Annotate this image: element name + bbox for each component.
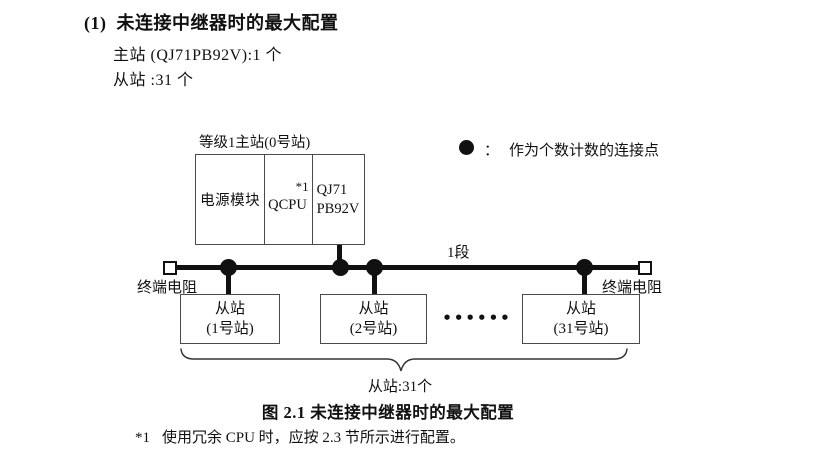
connection-dot	[366, 259, 383, 276]
section-number: (1)	[84, 13, 107, 33]
master-station-label: 等级1主站(0号站)	[199, 135, 311, 151]
slave31-label-line1: 从站	[565, 300, 596, 317]
slave31-label-line2: (31号站)	[553, 321, 609, 337]
bus-line	[172, 265, 643, 270]
slave2-label-line1: 从站	[358, 300, 389, 317]
footnote-marker: *1	[135, 430, 150, 446]
connection-dot	[220, 259, 237, 276]
master-drop-line	[337, 245, 342, 266]
slave1-label-line1: 从站	[214, 300, 245, 317]
footnote-text: 使用冗余 CPU 时，应按 2.3 节所示进行配置。	[162, 430, 465, 446]
pb92v-label-line1: QJ71	[316, 182, 348, 199]
terminator-left-label: 终端电阻	[137, 280, 198, 296]
terminator-resistor-right-icon	[638, 261, 652, 275]
legend-label: ： 作为个数计数的连接点	[484, 139, 659, 160]
slave1-drop-line	[226, 270, 231, 294]
pb92v-cell: QJ71 PB92V	[313, 155, 364, 244]
legend-colon: ：	[484, 143, 500, 159]
master-station-box: 电源模块 *1 QCPU QJ71 PB92V	[195, 154, 365, 245]
slave2-label-line2: (2号站)	[349, 321, 398, 337]
master-count-line: 主站 (QJ71PB92V):1 个	[113, 47, 283, 64]
connection-dot	[576, 259, 593, 276]
power-module-cell: 电源模块	[196, 155, 266, 244]
section-heading: (1) 未连接中继器时的最大配置	[84, 9, 339, 35]
connection-dot	[332, 259, 349, 276]
pb92v-label-line2: PB92V	[316, 200, 360, 217]
slave-station-box-31: 从站 (31号站)	[522, 294, 640, 344]
brace-label: 从站:31个	[367, 379, 433, 395]
slave-station-box-1: 从站 (1号站)	[180, 294, 280, 344]
segment-label: 1段	[447, 245, 470, 261]
qcpu-cell: *1 QCPU	[265, 155, 313, 244]
connection-point-dot-icon	[459, 140, 474, 155]
slave-count-line: 从站 :31 个	[113, 72, 194, 89]
figure-caption: 图 2.1 未连接中继器时的最大配置	[261, 403, 515, 422]
slave31-drop-line	[582, 270, 587, 294]
terminator-right-label: 终端电阻	[602, 280, 663, 296]
slave2-drop-line	[372, 270, 377, 294]
ellipsis-dots: ••••••	[442, 309, 512, 327]
footnote: *1 使用冗余 CPU 时，应按 2.3 节所示进行配置。	[135, 426, 465, 447]
slave-station-box-2: 从站 (2号站)	[320, 294, 427, 344]
qcpu-label: QCPU	[268, 197, 307, 213]
section-title-text: 未连接中继器时的最大配置	[116, 13, 339, 33]
brace-icon	[180, 348, 628, 372]
footnote-reference: *1	[295, 179, 309, 194]
legend-text: 作为个数计数的连接点	[509, 143, 660, 159]
slave1-label-line2: (1号站)	[206, 321, 254, 337]
terminator-resistor-left-icon	[163, 261, 177, 275]
